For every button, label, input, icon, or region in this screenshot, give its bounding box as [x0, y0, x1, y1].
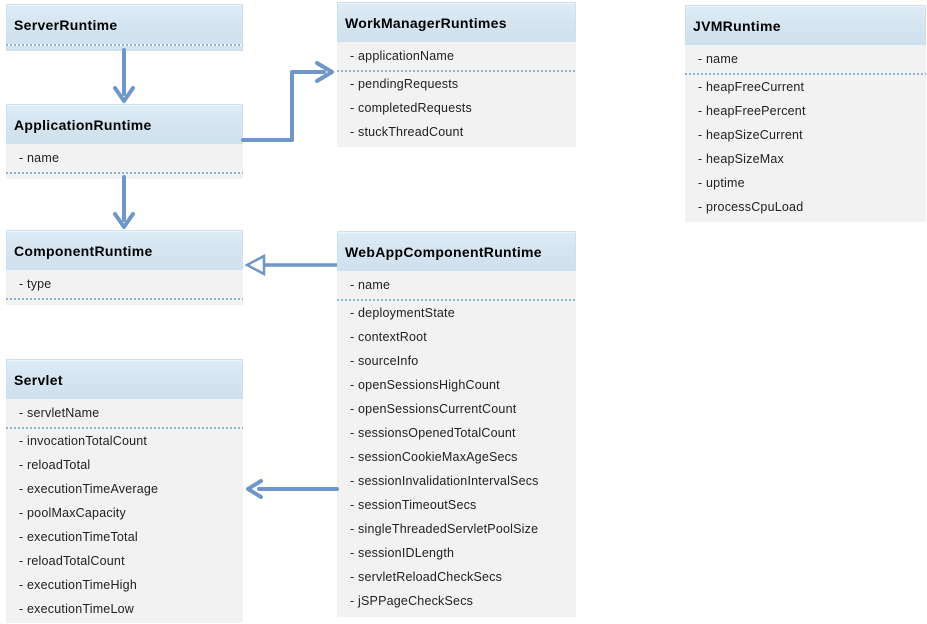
attribute-item: - sessionCookieMaxAgeSecs: [350, 450, 518, 464]
class-box-server-runtime: ServerRuntime: [6, 4, 243, 51]
compartment-separator: [6, 172, 243, 174]
connector-arrow-webapp-to-servlet: [246, 479, 339, 499]
attribute-item: - executionTimeHigh: [19, 578, 137, 592]
empty-compartment: [6, 46, 243, 51]
attribute-item: - sessionTimeoutSecs: [350, 498, 477, 512]
attribute-item: - uptime: [698, 176, 745, 190]
attribute-item: - name: [19, 151, 60, 165]
attribute-item: - heapSizeCurrent: [698, 128, 803, 142]
attribute-item: - heapSizeMax: [698, 152, 784, 166]
class-title-jvm-runtime: JVMRuntime: [685, 5, 926, 45]
attribute-item: - type: [19, 277, 52, 291]
class-box-work-manager-runtimes: WorkManagerRuntimes - applicationName - …: [337, 2, 576, 147]
empty-compartment: [6, 174, 243, 179]
attribute-list: - type: [6, 270, 243, 298]
class-box-component-runtime: ComponentRuntime - type: [6, 230, 243, 305]
class-title-work-manager-runtimes: WorkManagerRuntimes: [337, 2, 576, 42]
attribute-item: - poolMaxCapacity: [19, 506, 126, 520]
connector-inheritance-webapp-to-component: [244, 253, 337, 277]
attribute-item: - jSPPageCheckSecs: [350, 594, 474, 608]
attribute-item: - name: [350, 278, 391, 292]
class-box-web-app-component-runtime: WebAppComponentRuntime - name - deployme…: [337, 231, 576, 617]
attribute-list: - applicationName: [337, 42, 576, 70]
class-box-servlet: Servlet - servletName - invocationTotalC…: [6, 359, 243, 623]
attribute-item: - heapFreePercent: [698, 104, 806, 118]
attribute-item: - stuckThreadCount: [350, 125, 464, 139]
attribute-item: - executionTimeTotal: [19, 530, 138, 544]
attribute-item: - processCpuLoad: [698, 200, 804, 214]
attribute-list: - name: [685, 45, 926, 73]
class-title-application-runtime: ApplicationRuntime: [6, 104, 243, 144]
compartment-separator: [337, 70, 576, 72]
attribute-list: - heapFreeCurrent - heapFreePercent - heap…: [685, 75, 926, 219]
attribute-list: - name: [6, 144, 243, 172]
attribute-item: - invocationTotalCount: [19, 434, 148, 448]
attribute-item: - name: [698, 52, 739, 66]
connector-arrow-application-to-workmanager: [241, 61, 334, 142]
class-title-server-runtime: ServerRuntime: [6, 4, 243, 44]
attribute-item: - openSessionsCurrentCount: [350, 402, 517, 416]
attribute-list: - invocationTotalCount - reloadTotal - exe…: [6, 429, 243, 621]
attribute-list: - pendingRequests - completedRequests - st…: [337, 72, 576, 144]
attribute-item: - servletName: [19, 406, 100, 420]
connector-arrow-server-to-application: [113, 48, 135, 103]
compartment-separator: [337, 299, 576, 301]
attribute-item: - singleThreadedServletPoolSize: [350, 522, 539, 536]
connector-arrow-application-to-component: [113, 175, 135, 229]
attribute-list: - servletName: [6, 399, 243, 427]
compartment-separator: [6, 298, 243, 300]
attribute-item: - applicationName: [350, 49, 455, 63]
attribute-item: - sessionIDLength: [350, 546, 455, 560]
attribute-item: - openSessionsHighCount: [350, 378, 500, 392]
class-title-servlet: Servlet: [6, 359, 243, 399]
attribute-item: - reloadTotalCount: [19, 554, 125, 568]
attribute-item: - completedRequests: [350, 101, 472, 115]
class-title-component-runtime: ComponentRuntime: [6, 230, 243, 270]
attribute-list: - name: [337, 271, 576, 299]
attribute-item: - heapFreeCurrent: [698, 80, 805, 94]
class-box-application-runtime: ApplicationRuntime - name: [6, 104, 243, 179]
attribute-item: - pendingRequests: [350, 77, 459, 91]
attribute-item: - contextRoot: [350, 330, 427, 344]
attribute-item: - sourceInfo: [350, 354, 419, 368]
attribute-item: - sessionInvalidationIntervalSecs: [350, 474, 539, 488]
attribute-item: - executionTimeAverage: [19, 482, 159, 496]
attribute-item: - reloadTotal: [19, 458, 91, 472]
attribute-item: - deploymentState: [350, 306, 455, 320]
attribute-list: - deploymentState - contextRoot - sourceIn…: [337, 301, 576, 613]
compartment-separator: [6, 427, 243, 429]
class-box-jvm-runtime: JVMRuntime - name - heapFreeCurrent- hea…: [685, 5, 926, 222]
compartment-separator: [6, 44, 243, 46]
attribute-item: - servletReloadCheckSecs: [350, 570, 503, 584]
class-title-web-app-component-runtime: WebAppComponentRuntime: [337, 231, 576, 271]
empty-compartment: [6, 300, 243, 305]
attribute-item: - sessionsOpenedTotalCount: [350, 426, 516, 440]
compartment-separator: [685, 73, 926, 75]
attribute-item: - executionTimeLow: [19, 602, 134, 616]
